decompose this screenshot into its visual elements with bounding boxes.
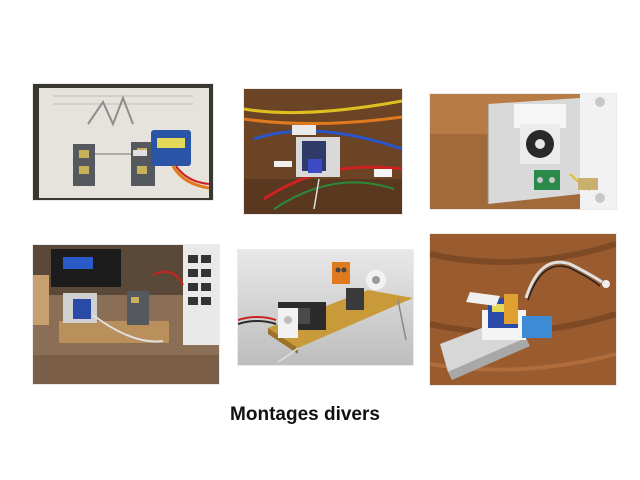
- photo-servo-board-switches: [33, 84, 213, 200]
- slide-caption: Montages divers: [230, 404, 380, 425]
- photo-servo-colored-wires: [244, 89, 402, 214]
- photo-servo-wooden-block: [33, 245, 219, 384]
- photo-servo-folded-bracket: [430, 234, 616, 385]
- photo-servo-aluminium-bracket: [430, 94, 616, 209]
- photo-servo-yellow-pcb: [238, 250, 413, 365]
